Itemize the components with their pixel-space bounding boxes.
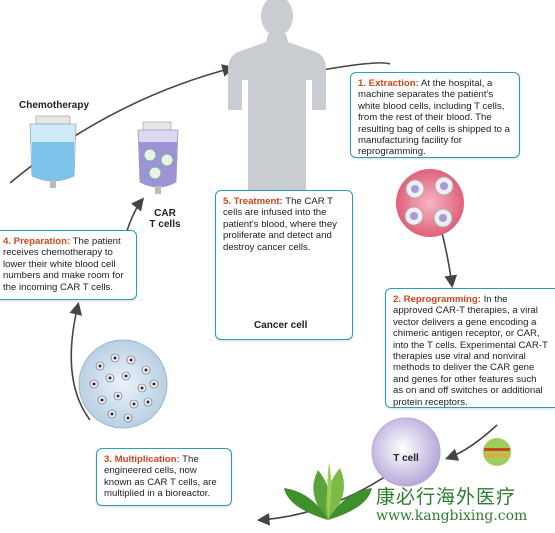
step-text: In the approved CAR-T therapies, a viral…: [393, 294, 548, 408]
step-text: At the hospital, a machine separates the…: [358, 78, 510, 158]
t-cell-label: T cell: [393, 453, 419, 464]
watermark-chinese-text: 康必行海外医疗: [376, 486, 517, 508]
step-text: The CAR T cells are infused into the pat…: [223, 196, 337, 253]
step-4-preparation-box: 4. Preparation: The patient receives che…: [0, 230, 137, 300]
car-t-cells-label: CAR T cells: [149, 208, 181, 230]
step-3-multiplication-box: 3. Multiplication: The engineered cells,…: [96, 448, 232, 506]
watermark-url: www.kangbixing.com: [376, 508, 528, 524]
chemotherapy-label: Chemotherapy: [18, 100, 89, 111]
white-blood-cells: [396, 169, 464, 237]
watermark-lotus-logo: [284, 462, 372, 520]
step-1-extraction-box: 1. Extraction: At the hospital, a machin…: [350, 72, 520, 158]
step-text: The engineered cells, now known as CAR T…: [104, 454, 217, 500]
step-heading: 4. Preparation:: [3, 236, 71, 247]
viral-vector: [483, 438, 511, 466]
chemotherapy-bag: [29, 115, 77, 188]
bioreactor: [78, 339, 168, 429]
t-cell: [371, 417, 441, 487]
step-2-reprogramming-box: 2. Reprogramming: In the approved CAR-T …: [385, 288, 555, 408]
step-text: The patient receives chemotherapy to low…: [3, 236, 124, 293]
car-t-bag: [137, 121, 179, 194]
patient-silhouette: [228, 0, 326, 190]
step-heading: 2. Reprogramming:: [393, 294, 481, 305]
step-heading: 1. Extraction:: [358, 78, 419, 89]
cancer-cell-label: Cancer cell: [254, 320, 308, 331]
step-5-treatment-box: 5. Treatment: The CAR T cells are infuse…: [215, 190, 353, 340]
step-heading: 3. Multiplication:: [104, 454, 180, 465]
step-heading: 5. Treatment:: [223, 196, 283, 207]
